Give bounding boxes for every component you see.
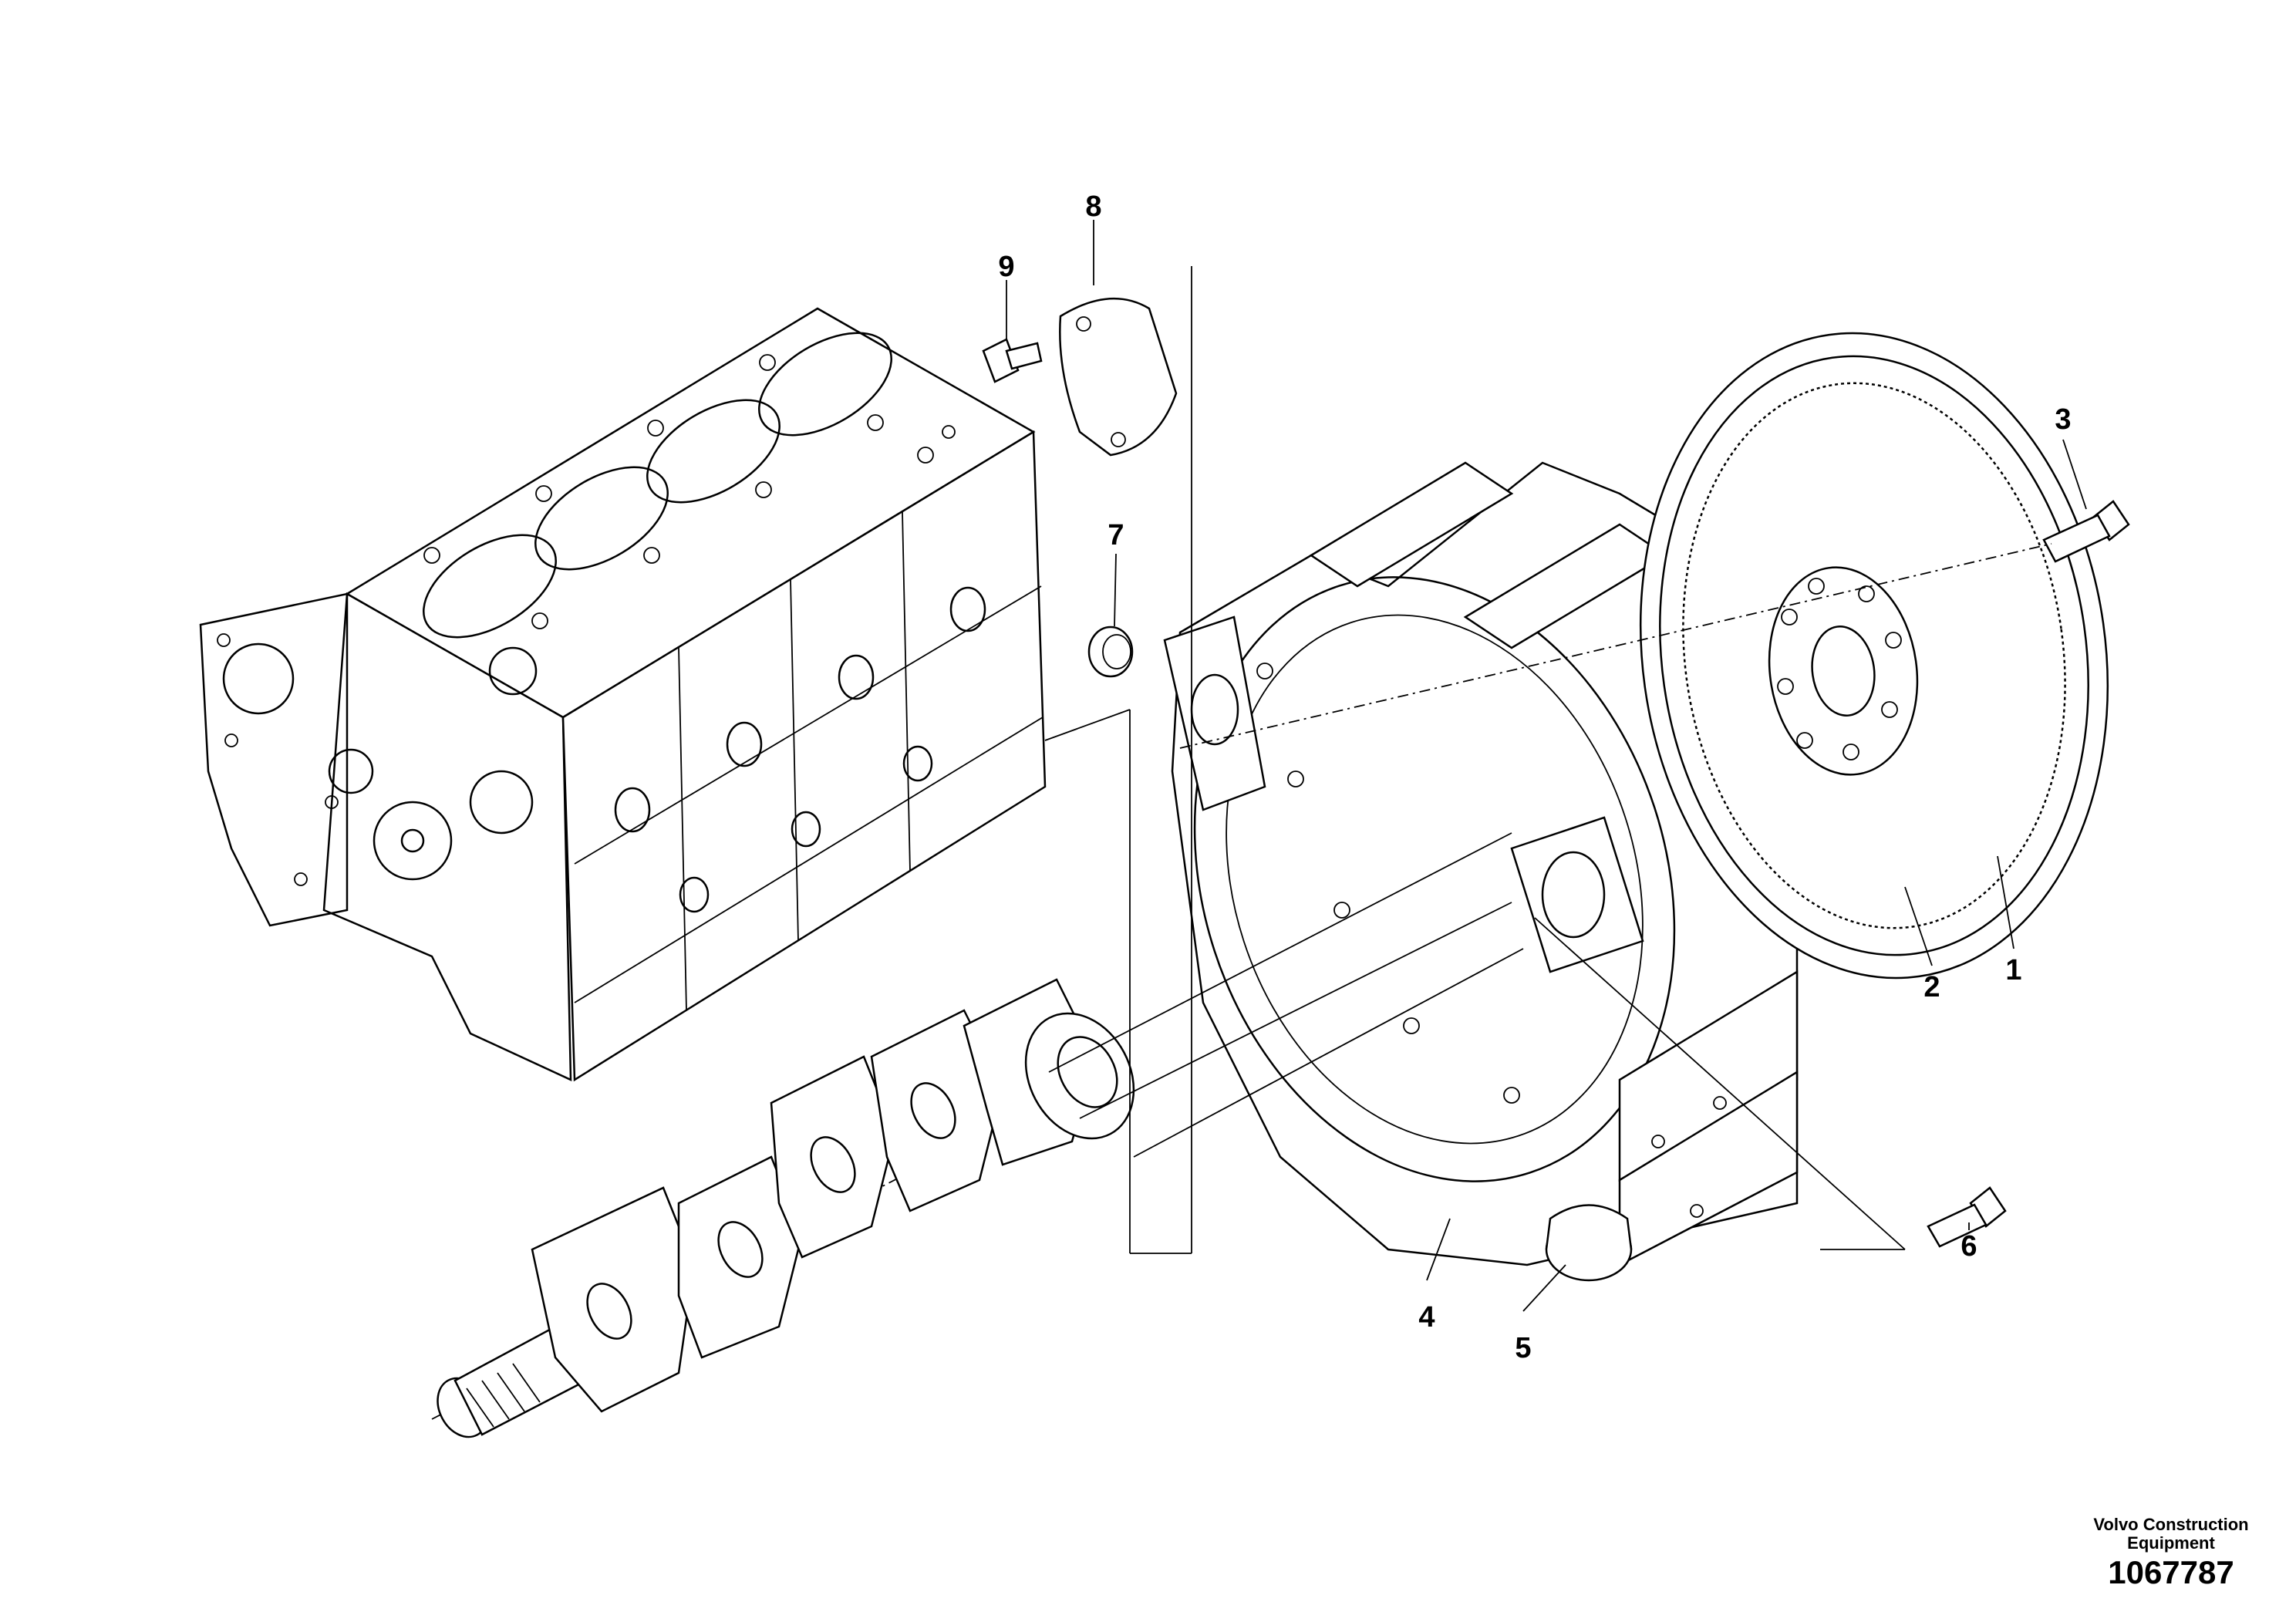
- drawing-number: 1067787: [2108, 1554, 2234, 1590]
- part-label-1: 1: [2005, 954, 2021, 986]
- leader-lines: [1006, 220, 2087, 1312]
- part-label-2: 2: [1923, 971, 1940, 1003]
- part-label-6: 6: [1961, 1230, 1977, 1263]
- cover-plate-8: [1059, 297, 1178, 457]
- part-label-5: 5: [1515, 1332, 1531, 1364]
- bolt-9: [982, 338, 1043, 383]
- company-name-line-2: Equipment: [2127, 1533, 2215, 1553]
- bolt-6: [1927, 1186, 2007, 1248]
- part-label-3: 3: [2055, 403, 2071, 436]
- center-axis-line: [1179, 543, 2052, 749]
- part-label-4: 4: [1418, 1301, 1435, 1334]
- flywheel: [1639, 332, 2109, 980]
- crankshaft: [431, 978, 1135, 1438]
- part-label-7: 7: [1108, 519, 1124, 551]
- assembly-lines: [1044, 266, 1906, 1254]
- part-label-9: 9: [998, 251, 1014, 283]
- cap-5: [1545, 1204, 1633, 1282]
- drawing-footer: Volvo Construction Equipment 1067787: [2093, 1515, 2248, 1590]
- bolt-3: [2042, 500, 2130, 563]
- company-name-line-1: Volvo Construction: [2093, 1515, 2248, 1534]
- plug-7: [1087, 626, 1134, 678]
- engine-block: [199, 307, 1047, 1082]
- flywheel-housing: [1163, 461, 1799, 1267]
- part-label-8: 8: [1085, 191, 1101, 223]
